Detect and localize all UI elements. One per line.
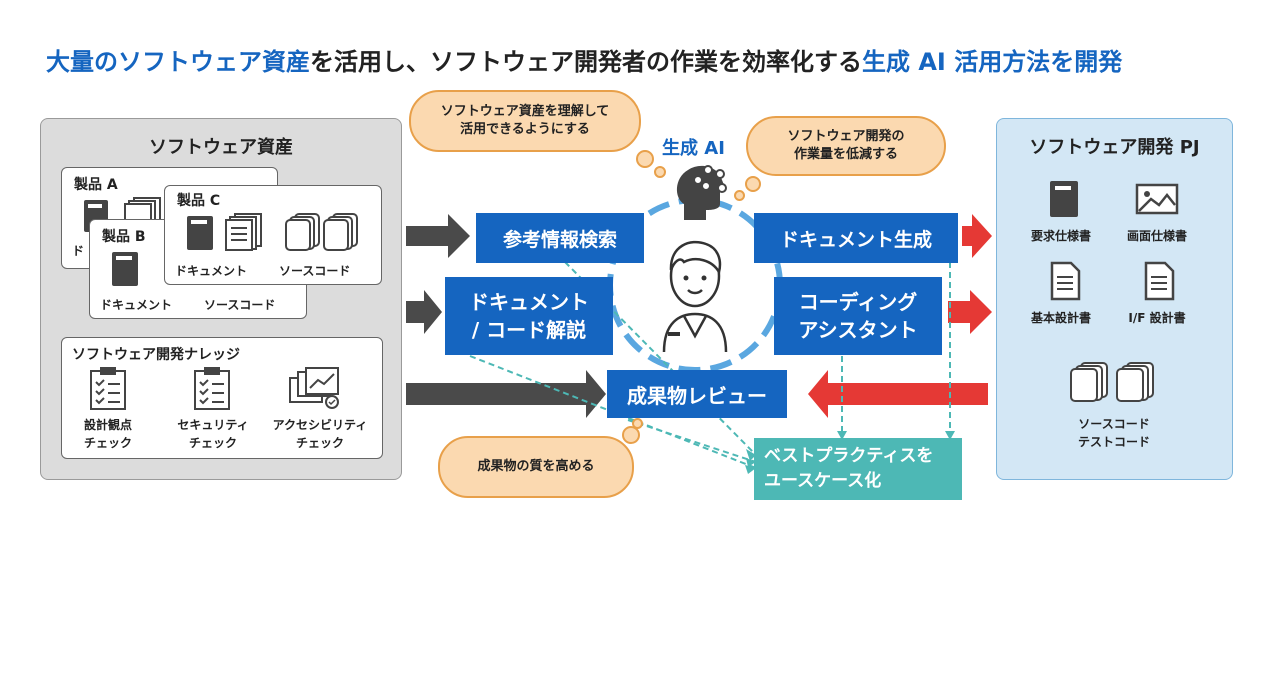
knowledge-item-design-line1: 設計観点: [83, 418, 132, 432]
knowledge-item-accessibility-line1: アクセシビリティ: [272, 418, 368, 432]
knowledge-item-security: セキュリティ チェック: [168, 416, 258, 452]
book-icon: [187, 216, 213, 250]
checklist-icon: [90, 367, 126, 410]
knowledge-item-accessibility: アクセシビリティ チェック: [262, 416, 378, 452]
best-practice-usecase-box: ベストプラクティスを ユースケース化: [754, 438, 962, 500]
bubble-quality: 成果物の質を高める: [438, 436, 634, 498]
product-c-src-label: ソースコード: [279, 264, 351, 278]
document-icon: [1144, 261, 1175, 301]
software-dev-pj-panel: ソフトウェア開発 PJ 要求仕様書 画面仕様書 基本設計書 I/F 設計書 ソー…: [996, 118, 1233, 480]
product-b-label: 製品 B: [102, 229, 146, 245]
book-icon: [112, 252, 138, 286]
product-a-doc-label: ド: [72, 244, 85, 258]
product-c-label: 製品 C: [177, 193, 221, 209]
product-a-label: 製品 A: [74, 177, 118, 193]
doc-generation-box: ドキュメント生成: [754, 213, 958, 263]
bubble-understand-line1: ソフトウェア資産を理解して: [440, 104, 610, 120]
bubble-dot: [632, 418, 643, 429]
bubble-dot: [622, 426, 640, 444]
gen-ai-label: 生成 AI: [662, 138, 725, 159]
title-part3: 生成 AI 活用方法を開発: [862, 48, 1123, 76]
knowledge-item-design-line2: チェック: [83, 436, 132, 450]
checklist-icon: [194, 367, 230, 410]
knowledge-card: ソフトウェア開発ナレッジ 設計観点 チェック セキュリティ チェック アクセシビ…: [61, 337, 383, 459]
deliverable-review-box: 成果物レビュー: [607, 370, 787, 418]
usecase-line1: ベストプラクティスを: [764, 446, 934, 466]
bubble-understand-line2: 活用できるようにする: [460, 122, 590, 137]
arrow-to-search: [406, 214, 470, 258]
knowledge-item-security-line2: チェック: [188, 436, 237, 450]
bubble-reduce-line1: ソフトウェア開発の: [787, 129, 905, 145]
code-files-icon: [285, 213, 358, 251]
bubble-understand-assets: ソフトウェア資産を理解して活用できるようにする: [409, 90, 641, 152]
bubble-dot: [734, 190, 745, 201]
coding-line1: コーディング: [798, 290, 918, 314]
coding-line2: アシスタント: [798, 318, 918, 342]
title-part2: を活用し、ソフトウェア開発者の作業を効率化する: [310, 48, 862, 76]
source-code-line: ソースコード: [1078, 417, 1150, 431]
knowledge-item-accessibility-line2: チェック: [295, 436, 344, 450]
product-c-card: 製品 C ドキュメント ソースコード: [164, 185, 382, 285]
arrow-docgen-out: [962, 214, 992, 258]
bubble-reduce-workload: ソフトウェア開発の作業量を低減する: [746, 116, 946, 176]
requirements-spec-label: 要求仕様書: [1030, 229, 1091, 243]
source-test-code-label: ソースコード テストコード: [1057, 415, 1171, 451]
product-b-src-label: ソースコード: [204, 298, 276, 312]
image-icon: [1135, 183, 1179, 215]
bubble-dot: [636, 150, 654, 168]
document-stack-icon: [225, 213, 262, 251]
code-files-icon: [1070, 362, 1154, 402]
document-icon: [1050, 261, 1081, 301]
explain-line2: / コード解説: [471, 318, 587, 342]
knowledge-item-security-line1: セキュリティ: [177, 418, 249, 432]
usecase-arrowheads: [745, 431, 955, 474]
product-c-doc-label: ドキュメント: [175, 264, 248, 278]
coding-assistant-box: コーディングアシスタント: [774, 277, 942, 355]
bubble-dot: [745, 176, 761, 192]
screen-spec-label: 画面仕様書: [1126, 229, 1187, 243]
test-code-line: テストコード: [1077, 435, 1150, 449]
arrow-review-in: [808, 370, 988, 418]
software-dev-pj-title: ソフトウェア開発 PJ: [1029, 137, 1200, 158]
bubble-reduce-line2: 作業量を低減する: [793, 147, 898, 162]
book-icon: [1050, 181, 1078, 217]
page-title: 大量のソフトウェア資産を活用し、ソフトウェア開発者の作業を効率化する生成 AI …: [46, 42, 1122, 77]
product-b-doc-label: ドキュメント: [100, 298, 173, 312]
developer-person-icon: [662, 240, 728, 353]
usecase-line2: ユースケース化: [764, 470, 882, 491]
screens-icon: [289, 367, 339, 409]
reference-search-box: 参考情報検索: [476, 213, 644, 263]
knowledge-item-design: 設計観点 チェック: [68, 416, 148, 452]
software-assets-title: ソフトウェア資産: [149, 137, 293, 158]
basic-design-label: 基本設計書: [1030, 311, 1091, 325]
ai-head-icon: [676, 165, 727, 220]
software-assets-panel: ソフトウェア資産 製品 A ド 製品 C ドキュメント ソースコード 製品 B …: [40, 118, 402, 480]
if-design-label: I/F 設計書: [1128, 311, 1186, 325]
arrow-to-review: [406, 370, 606, 418]
arrow-to-explain: [406, 290, 442, 334]
doc-code-explain-box: ドキュメント / コード解説: [445, 277, 613, 355]
explain-line1: ドキュメント: [469, 290, 589, 314]
bubble-dot: [654, 166, 666, 178]
arrow-coding-out: [948, 290, 992, 334]
knowledge-title: ソフトウェア開発ナレッジ: [72, 347, 240, 363]
title-part1: 大量のソフトウェア資産: [46, 48, 310, 76]
